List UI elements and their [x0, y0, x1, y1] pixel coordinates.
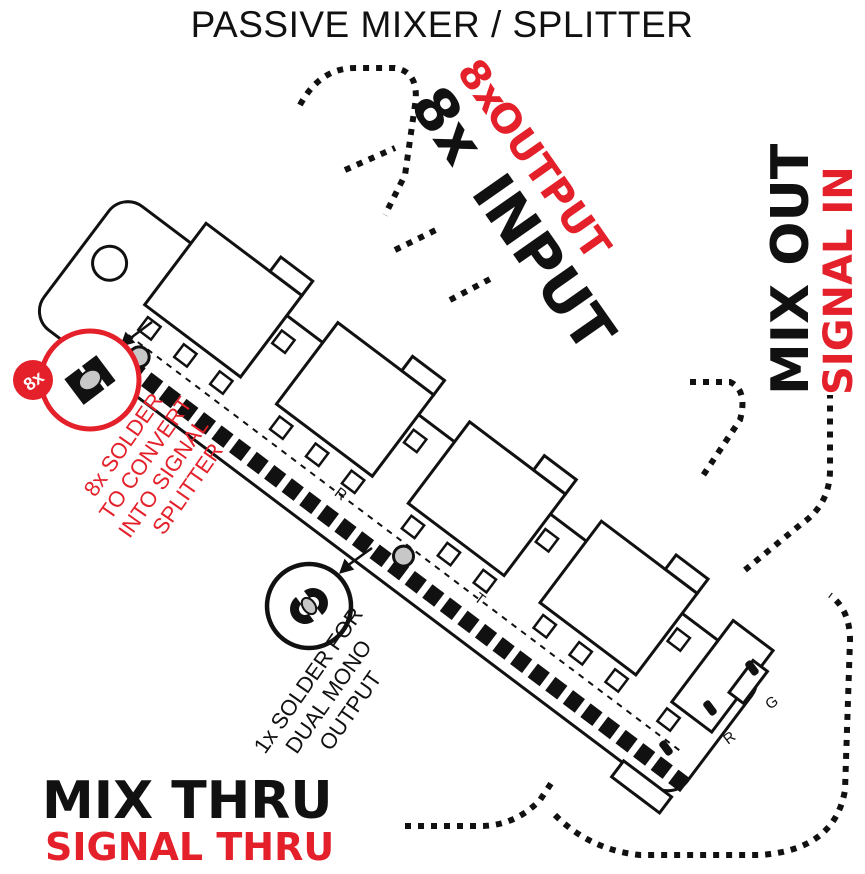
solder-pad-icon — [422, 584, 445, 607]
connector-mix-out — [743, 395, 833, 573]
connector-mid-loop — [690, 379, 746, 482]
signal-thru-label: SIGNAL THRU — [45, 825, 334, 869]
count-badge — [13, 360, 53, 400]
connector-top-loop — [297, 65, 419, 217]
solder-pad-icon — [633, 743, 656, 766]
solder-pad-icon — [615, 729, 638, 753]
solder-pad-icon — [562, 690, 585, 713]
solder-pad-icon — [545, 676, 568, 700]
solder-pad-icon — [597, 716, 621, 740]
solder-pad-icon — [527, 663, 550, 687]
solder-pad-icon — [369, 544, 392, 568]
connector-mix-thru — [405, 780, 555, 829]
mono-jumper-pad — [392, 544, 416, 568]
signal-in-label: SIGNAL IN — [816, 166, 862, 395]
solder-pad-icon — [474, 623, 498, 647]
jack-tab — [267, 254, 315, 298]
thru-connector — [609, 758, 674, 816]
connector-lines — [297, 65, 854, 858]
jack-sockets — [142, 221, 776, 735]
splitter-callout: 8x — [13, 328, 142, 432]
mix-thru-label: MIX THRU — [42, 771, 333, 831]
connector-input-lines — [343, 145, 494, 303]
solder-pad-icon — [668, 769, 691, 793]
solder-pad-icon — [439, 597, 462, 621]
solder-pad-icon — [246, 451, 269, 475]
jack-tabs — [267, 254, 770, 706]
splitter-note: 8x SOLDER TO CONVERT INTO SIGNAL SPLITTE… — [79, 388, 228, 542]
callout-arrows — [120, 321, 373, 574]
solder-pad-icon — [334, 518, 357, 541]
solder-pad-icon — [580, 703, 603, 726]
jack-socket-icon — [274, 320, 436, 479]
solder-pad-icon — [193, 412, 217, 435]
solder-pad-icon — [650, 756, 673, 779]
solder-pad-icon — [264, 465, 287, 488]
pin-bar — [659, 740, 673, 756]
solder-pad-icon — [316, 504, 340, 528]
jack-socket-icon — [406, 419, 568, 578]
solder-pad-icon — [228, 438, 252, 462]
solder-pad-icon — [457, 610, 480, 634]
solder-pad-icon — [281, 478, 304, 501]
jack-pads — [136, 315, 692, 733]
solder-pad-icon — [492, 637, 515, 660]
io-heading: 8x OUTPUT 8x INPUT — [397, 51, 629, 364]
solder-pad-icon — [141, 372, 164, 395]
solder-pad-icon — [176, 398, 199, 422]
pcb-board: R T — [37, 200, 776, 816]
diagram-title: PASSIVE MIXER / SPLITTER — [191, 4, 694, 45]
jack-socket-icon — [537, 519, 700, 677]
pin-label-g: G — [762, 693, 782, 714]
solder-pad-icon — [351, 531, 375, 554]
mounting-hole-icon — [91, 244, 129, 282]
solder-pad-icon — [158, 385, 181, 409]
mix-out-label: MIX OUT — [761, 143, 821, 395]
jack-tab — [399, 354, 447, 397]
solder-pad-icon — [211, 425, 234, 448]
pin-bar — [703, 700, 717, 716]
mix-out-heading: MIX OUT SIGNAL IN — [761, 143, 862, 395]
solder-pad-icon — [404, 570, 427, 594]
jack-tab — [531, 453, 579, 497]
open-solder-jumper-icon — [290, 587, 328, 625]
solder-pad-icon — [510, 650, 533, 674]
jack-tab — [663, 552, 711, 596]
solder-pad-icon — [299, 491, 322, 515]
jack-socket-icon — [142, 221, 305, 380]
pin-bar — [745, 660, 759, 676]
bridged-solder-jumper-icon — [64, 355, 116, 405]
mono-callout — [264, 561, 354, 651]
